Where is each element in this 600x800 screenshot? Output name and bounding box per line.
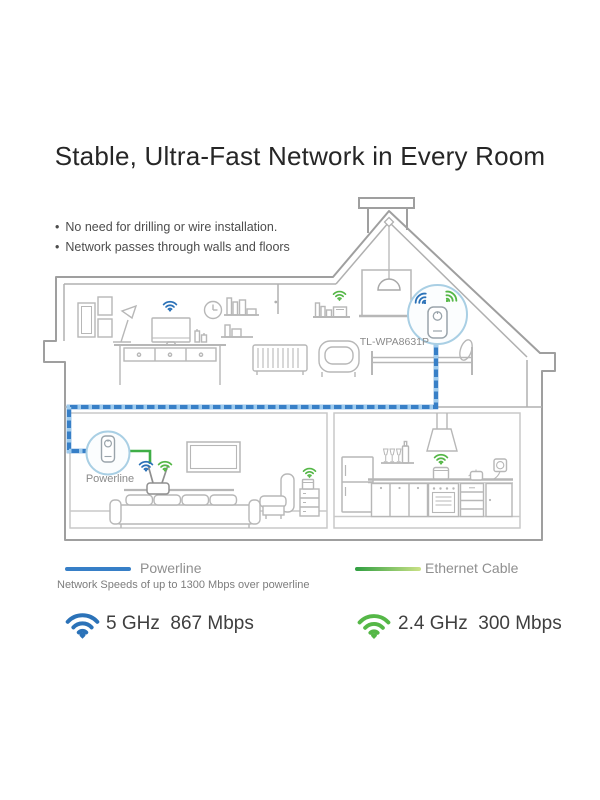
- bench: [371, 339, 473, 375]
- wifi-icon-tv-5ghz: [162, 299, 178, 312]
- speed-5ghz-label: 5 GHz 867 Mbps: [106, 613, 254, 634]
- furniture-upper-left: [77, 296, 308, 385]
- ethernet-cable-route: [129, 449, 152, 464]
- oven: [427, 482, 460, 518]
- house-shell: [43, 210, 556, 541]
- right-cabinet: [485, 482, 513, 518]
- armchair: [259, 473, 295, 519]
- furniture-kitchen: [341, 413, 513, 518]
- picture-frames: [77, 296, 113, 338]
- powerline-adapter-icon: [427, 306, 448, 339]
- wall-shelves: [221, 297, 259, 338]
- wifi-icon-router-24ghz: [157, 459, 173, 472]
- ethernet-legend-label: Ethernet Cable: [425, 560, 519, 576]
- powerline-adapter-icon: [100, 435, 116, 463]
- pendant-lamp: [377, 216, 401, 291]
- bullet-icon: •: [55, 240, 60, 254]
- range-hood: [426, 413, 458, 452]
- lower-adapter-circle: [85, 430, 131, 476]
- wall-partition: [274, 284, 279, 314]
- fridge: [341, 456, 374, 513]
- sofa: [109, 494, 261, 528]
- base-cabinets: [370, 482, 429, 518]
- radiator: [252, 344, 308, 375]
- wifi-icon-24ghz-badge: [356, 610, 392, 640]
- drawer-unit: [459, 482, 485, 518]
- fireplace-frame: [359, 269, 414, 318]
- kettle: [468, 469, 484, 481]
- house-inner-lines: [63, 221, 542, 408]
- bullet-item: • Network passes through walls and floor…: [55, 237, 290, 257]
- wall-clock: [203, 300, 223, 320]
- sideboard: [114, 344, 226, 385]
- candles: [194, 329, 208, 343]
- speed-24ghz-label: 2.4 GHz 300 Mbps: [398, 613, 562, 634]
- wifi-icon-cabinet-device: [302, 466, 317, 479]
- wifi-icon-kitchen-speaker: [433, 452, 449, 465]
- desk-lamp: [113, 304, 138, 343]
- wifi-icon-adapter-24ghz: [439, 286, 461, 308]
- furniture-attic: [313, 269, 473, 377]
- chimney: [358, 197, 415, 233]
- furniture-lower-left: [109, 441, 320, 528]
- wifi-icon-router-5ghz: [138, 459, 154, 472]
- powerline-legend-label: Powerline: [140, 560, 202, 576]
- bullet-text: No need for drilling or wire installatio…: [65, 220, 278, 234]
- wall-tv: [186, 441, 241, 473]
- wifi-icon-5ghz-badge: [64, 609, 101, 640]
- armchair-attic: [318, 340, 360, 377]
- powerline-speed-note: Network Speeds of up to 1300 Mbps over p…: [57, 579, 310, 591]
- attic-shelf: [313, 302, 350, 318]
- bullet-text: Network passes through walls and floors: [65, 240, 290, 254]
- feature-bullets: • No need for drilling or wire installat…: [55, 217, 290, 257]
- smart-speaker: [432, 466, 450, 481]
- powerline-legend-line: [65, 567, 131, 571]
- media-cabinet: [299, 478, 320, 517]
- tv-monitor: [151, 317, 191, 346]
- ethernet-legend-line: [355, 567, 421, 571]
- bullet-item: • No need for drilling or wire installat…: [55, 217, 290, 237]
- kitchen-shelf: [381, 440, 414, 464]
- wall-outlet: [492, 458, 508, 480]
- wifi-icon-attic-shelf: [332, 289, 347, 302]
- page-title: Stable, Ultra-Fast Network in Every Room: [54, 141, 546, 171]
- upper-adapter-label: TL-WPA8631P: [359, 336, 429, 348]
- powerline-cable-route: [66, 344, 439, 454]
- bullet-icon: •: [55, 220, 60, 234]
- lower-adapter-label: Powerline: [85, 473, 135, 485]
- router: [146, 464, 170, 495]
- wifi-icon-adapter-5ghz: [410, 288, 432, 310]
